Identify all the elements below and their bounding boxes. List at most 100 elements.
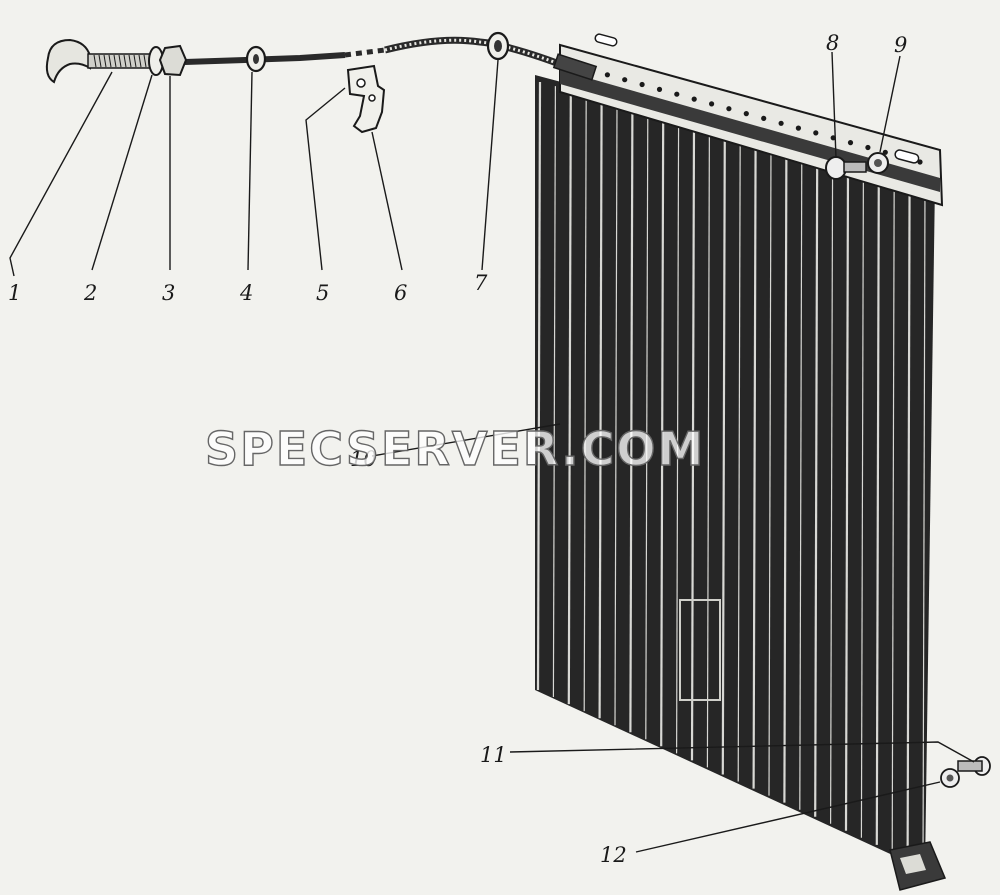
- grommet-hole: [494, 40, 502, 52]
- louver-blade: [906, 179, 911, 860]
- rail-hole: [656, 86, 663, 92]
- bolt-shank: [843, 161, 867, 173]
- louver-blade: [844, 163, 850, 831]
- leader-1: [9, 71, 113, 277]
- callout-8: 8: [826, 31, 839, 55]
- callout-10: 10: [350, 447, 377, 471]
- rail-hole: [778, 120, 784, 126]
- louver-blade: [536, 81, 542, 691]
- rail-hole: [622, 77, 628, 83]
- control-cable: [45, 31, 598, 134]
- callout-6: 6: [394, 281, 407, 305]
- washer-hole: [946, 774, 954, 782]
- rail-hole: [865, 144, 871, 151]
- louver-blade: [891, 175, 895, 852]
- bolt-shank: [957, 760, 983, 772]
- rail-hole: [709, 101, 715, 107]
- rail-slot: [894, 149, 920, 164]
- callout-4: 4: [239, 281, 253, 305]
- grommet-hole: [253, 54, 259, 64]
- louver-blade: [629, 106, 634, 733]
- rail-hole: [795, 125, 802, 131]
- louver-blade: [598, 98, 603, 719]
- louver-blade: [675, 118, 680, 754]
- rail-hole: [639, 81, 645, 88]
- leader-8: [831, 51, 837, 159]
- rod-thread: [103, 54, 107, 68]
- louver-blade: [752, 139, 757, 789]
- leader-10: [371, 423, 561, 457]
- leader-12: [635, 781, 941, 853]
- rod-thread: [133, 54, 137, 68]
- clip-hole: [368, 94, 376, 102]
- louver-blade: [690, 122, 696, 761]
- rail-hole: [691, 96, 697, 102]
- nut-3: [158, 44, 188, 77]
- rail-hole: [761, 115, 767, 121]
- leader-9: [879, 55, 901, 153]
- louver-blade: [552, 86, 557, 698]
- leader-lines: [9, 51, 975, 853]
- louver-blade: [706, 126, 711, 768]
- rail-hole: [726, 106, 732, 112]
- cable-sheath: [184, 52, 346, 65]
- rod-thread: [118, 54, 122, 68]
- cable-clip-bracket: [346, 64, 386, 134]
- cable-sheath-coiled: [384, 36, 577, 74]
- rod-thread: [143, 54, 147, 68]
- leader-7: [481, 59, 499, 271]
- rail-hole: [882, 149, 888, 155]
- rod-thread: [138, 54, 142, 68]
- callout-labels: 1 2 3 4 5 6 7 8 9 10 11 12: [8, 31, 907, 867]
- louver-blade: [721, 130, 726, 775]
- bolt-11: [957, 756, 991, 776]
- rail-hole: [604, 72, 611, 78]
- louver-blade: [660, 114, 665, 747]
- leader-4: [247, 71, 253, 271]
- cable-break: [344, 47, 386, 58]
- louver-blade: [799, 151, 803, 810]
- inner-frame: [679, 599, 721, 701]
- bolt-head: [825, 156, 847, 180]
- louver-blade: [829, 159, 834, 824]
- louver-blade: [583, 94, 587, 712]
- callout-5: 5: [316, 281, 329, 305]
- louver-blade: [783, 147, 788, 803]
- radiator-body: [535, 75, 935, 870]
- louver-blade: [645, 110, 649, 740]
- callout-1: 1: [8, 281, 21, 305]
- louver-blades: [536, 81, 926, 867]
- leader-6: [371, 131, 403, 271]
- callout-12: 12: [600, 843, 627, 867]
- callout-7: 7: [474, 271, 488, 295]
- rod-thread: [98, 54, 102, 68]
- rod-thread: [123, 54, 127, 68]
- watermark: SPECSERVER.COM: [205, 422, 705, 476]
- rail-hole: [743, 111, 749, 117]
- rod-thread: [108, 54, 112, 68]
- leader-5: [305, 87, 346, 271]
- bottom-bracket-face: [900, 854, 926, 874]
- rail-hole: [847, 140, 854, 146]
- callout-3: 3: [162, 281, 175, 305]
- louver-blade: [614, 102, 618, 726]
- rod-threads: [93, 54, 152, 68]
- pull-knob: [45, 38, 91, 84]
- rail-hole: [813, 130, 819, 136]
- louver-blade: [768, 143, 772, 796]
- washer-9: [867, 152, 889, 174]
- callout-9: 9: [894, 33, 907, 57]
- callout-11: 11: [480, 743, 507, 767]
- louver-blade: [860, 167, 865, 838]
- louver-blade: [567, 90, 572, 705]
- louver-blade: [737, 134, 741, 782]
- louver-blade: [814, 155, 819, 817]
- callout-2: 2: [83, 281, 97, 305]
- louver-blade: [875, 171, 880, 845]
- rod-thread: [113, 54, 117, 68]
- louver-blade: [922, 183, 926, 867]
- leader-11: [509, 741, 975, 763]
- rail-hole: [674, 91, 680, 97]
- rail-slot: [594, 33, 618, 47]
